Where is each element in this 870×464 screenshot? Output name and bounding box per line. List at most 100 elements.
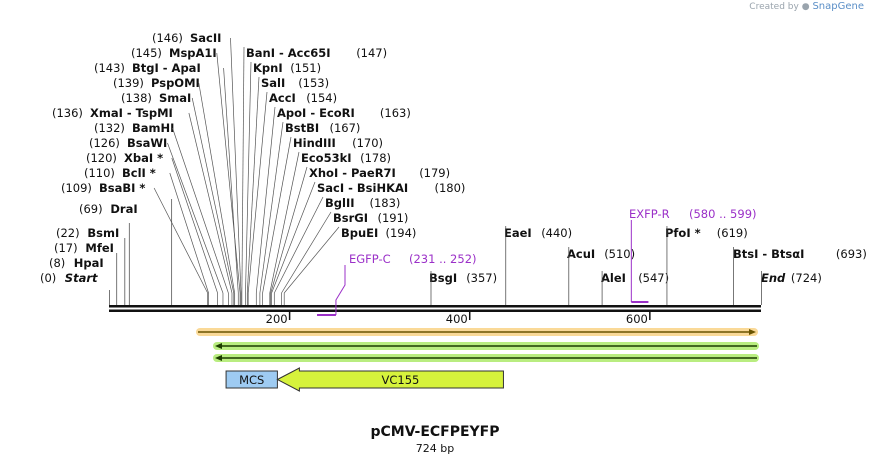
site-connector xyxy=(169,172,209,294)
backbone-bottom-line xyxy=(109,309,761,312)
site-connector xyxy=(281,211,332,294)
site-name: BclI * xyxy=(122,166,156,180)
site-connector xyxy=(153,187,208,294)
brand-name: SnapGene xyxy=(812,1,864,12)
site-position: (510) xyxy=(604,247,635,261)
green-track-arrowhead xyxy=(215,355,222,361)
site-position: (191) xyxy=(378,211,409,225)
site-position: (0) xyxy=(40,271,56,285)
site-connector xyxy=(255,106,276,294)
site-position: (8) xyxy=(49,256,65,270)
site-name: EaeI xyxy=(504,226,532,240)
site-position: (163) xyxy=(380,106,411,120)
orange-track-arrowhead xyxy=(749,329,756,335)
site-position: (146) xyxy=(152,31,183,45)
vc155-feature-label: VC155 xyxy=(381,373,419,387)
site-position: (357) xyxy=(466,271,497,285)
site-position: (547) xyxy=(638,271,669,285)
site-position: (179) xyxy=(419,166,450,180)
site-name: SacI - BsiHKAI xyxy=(317,181,408,195)
site-name: BamHI xyxy=(132,121,174,135)
snapgene-logo-icon: ● xyxy=(801,2,810,12)
site-position: (145) xyxy=(131,46,162,60)
site-position: (69) xyxy=(79,202,103,216)
site-connector xyxy=(223,67,239,294)
site-position: (139) xyxy=(113,76,144,90)
site-position: (120) xyxy=(86,151,117,165)
axis-tick-label: 400 xyxy=(446,312,468,326)
site-connector xyxy=(216,52,241,294)
site-connector xyxy=(247,91,268,294)
site-name: DraI xyxy=(110,202,137,216)
plasmid-title: pCMV-ECFPEYFP xyxy=(370,424,500,440)
site-name: BanI - Acc65I xyxy=(246,46,331,60)
site-name: BsrGI xyxy=(333,211,368,225)
site-name: XhoI - PaeR7I xyxy=(309,166,396,180)
site-name: SmaI xyxy=(159,91,191,105)
site-connector xyxy=(167,142,224,294)
site-name: BtgI - ApaI xyxy=(132,61,201,75)
site-position: (153) xyxy=(298,76,329,90)
site-position: (183) xyxy=(370,196,401,210)
site-position: (724) xyxy=(791,271,822,285)
site-position: (693) xyxy=(836,247,867,261)
site-connector xyxy=(198,82,236,294)
site-name: AccI xyxy=(269,91,296,105)
site-name: SalI xyxy=(261,76,285,90)
site-position: (194) xyxy=(386,226,417,240)
site-position: (170) xyxy=(352,136,383,150)
site-connector xyxy=(172,127,229,294)
site-name: Eco53kI xyxy=(301,151,352,165)
site-connector xyxy=(241,46,245,294)
site-position: (154) xyxy=(306,91,337,105)
primer-egfp-c-leader xyxy=(335,265,346,315)
site-name: KpnI xyxy=(253,61,283,75)
site-connector xyxy=(262,136,292,294)
site-position: (440) xyxy=(541,226,572,240)
site-name: BpuEI xyxy=(341,226,378,240)
site-position: (167) xyxy=(330,121,361,135)
site-position: (151) xyxy=(290,61,321,75)
site-name: AcuI xyxy=(567,247,595,261)
site-name: End xyxy=(761,271,786,285)
site-position: (126) xyxy=(89,136,120,150)
site-name: MfeI xyxy=(85,241,114,255)
vc155-feature-arrow xyxy=(276,367,504,392)
site-name: AleI xyxy=(601,271,626,285)
backbone-top-line xyxy=(109,305,761,308)
site-name: PfoI * xyxy=(665,226,701,240)
primer-range: (580 .. 599) xyxy=(689,207,757,221)
site-name: PspOMI xyxy=(151,76,200,90)
site-name: BtsI - BtsαI xyxy=(733,247,804,261)
plasmid-length: 724 bp xyxy=(415,442,455,455)
site-name: Start xyxy=(65,271,98,285)
site-name: BsaWI xyxy=(127,136,167,150)
site-position: (109) xyxy=(61,181,92,195)
axis-tick-label: 200 xyxy=(266,312,288,326)
site-position: (17) xyxy=(54,241,78,255)
site-name: MspA1I xyxy=(169,46,217,60)
site-connector xyxy=(259,121,284,294)
site-name: BstBI xyxy=(285,121,319,135)
brand-prefix: Created by xyxy=(749,2,799,12)
site-position: (180) xyxy=(435,181,466,195)
site-name: BglII xyxy=(325,196,355,210)
site-name: XmaI - TspMI xyxy=(90,106,173,120)
site-name: HindIII xyxy=(293,136,336,150)
site-connector xyxy=(283,226,340,294)
site-name: SacII xyxy=(190,31,221,45)
site-connector xyxy=(273,196,324,294)
site-position: (143) xyxy=(94,61,125,75)
site-connector xyxy=(245,61,252,294)
mcs-feature-label: MCS xyxy=(239,373,264,387)
axis-tick-label: 600 xyxy=(626,312,648,326)
site-position: (22) xyxy=(56,226,80,240)
site-name: BsaBI * xyxy=(99,181,145,195)
site-position: (136) xyxy=(52,106,83,120)
site-connector xyxy=(270,166,308,294)
site-position: (132) xyxy=(94,121,125,135)
site-name: BsmI xyxy=(87,226,119,240)
site-position: (110) xyxy=(84,166,115,180)
site-position: (138) xyxy=(121,91,152,105)
